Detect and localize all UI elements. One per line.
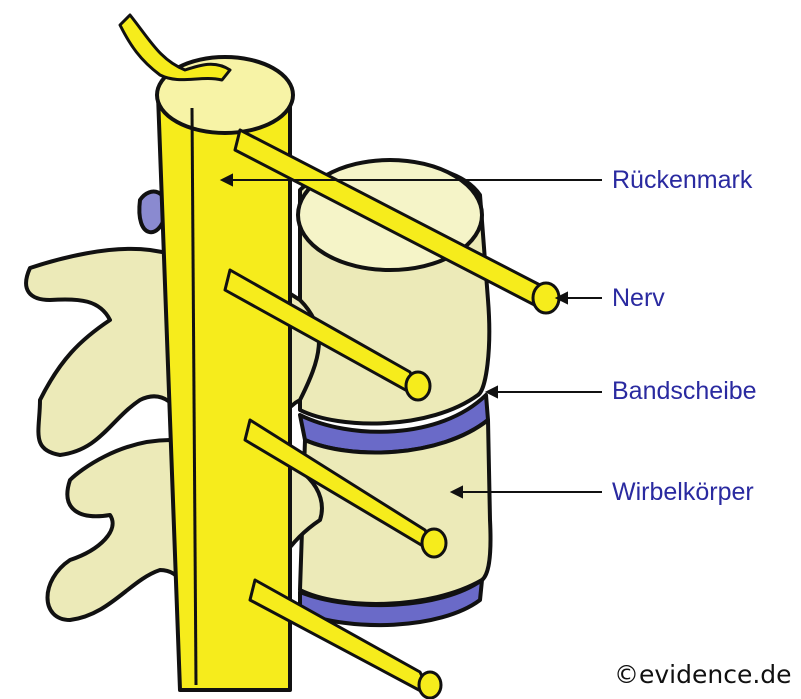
label-rueckenmark: Rückenmark (612, 165, 752, 195)
top-nerve-root (120, 15, 230, 80)
middle-nerve-end (406, 372, 430, 400)
lower-nerve-end (422, 529, 446, 557)
label-wirbelkoerper: Wirbelkörper (612, 477, 754, 507)
pointer-bandscheibe-arrow (487, 387, 497, 397)
bottom-nerve-end (419, 672, 441, 698)
copyright-notice: ©evidence.de (614, 660, 792, 690)
label-bandscheibe: Bandscheibe (612, 376, 757, 406)
label-nerv: Nerv (612, 283, 665, 313)
